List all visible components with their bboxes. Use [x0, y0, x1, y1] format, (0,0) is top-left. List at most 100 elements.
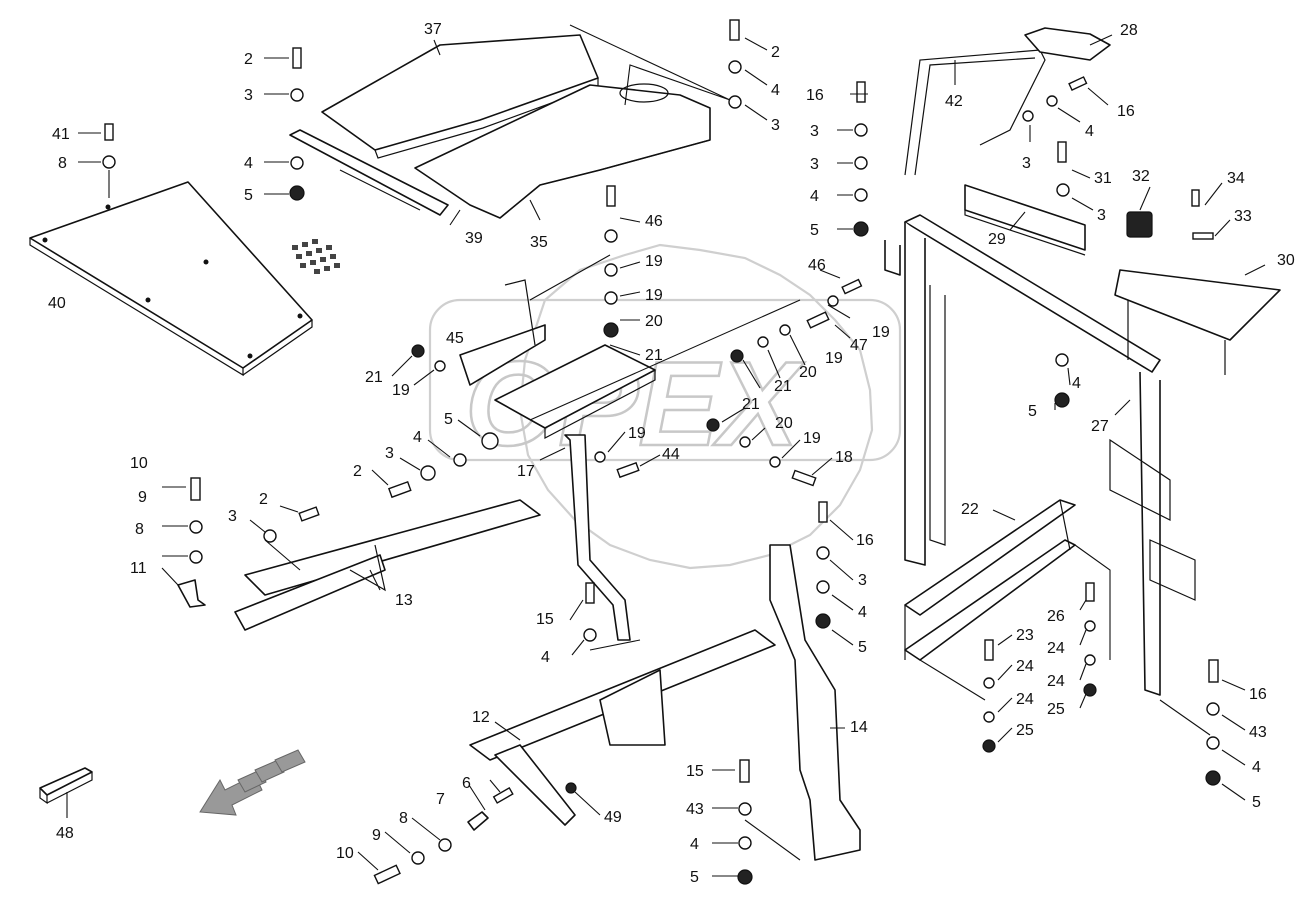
callout: 3 [1097, 207, 1106, 224]
callout: 5 [444, 411, 453, 428]
callout: 21 [645, 347, 663, 364]
callout: 4 [1072, 375, 1081, 392]
bracket-39 [289, 129, 449, 216]
callout: 23 [1016, 627, 1034, 644]
callout: 21 [774, 378, 792, 395]
watermark: OPEX [428, 243, 902, 570]
callout: 3 [385, 445, 394, 462]
callout: 10 [130, 455, 148, 472]
callout: 19 [645, 253, 663, 270]
callout: 42 [945, 93, 963, 110]
leader-lines [66, 24, 1266, 877]
callout: 31 [1094, 170, 1112, 187]
callout: 20 [645, 313, 663, 330]
callout: 24 [1016, 691, 1034, 708]
callout: 27 [1091, 418, 1109, 435]
callout: 47 [850, 337, 868, 354]
callout: 16 [1249, 686, 1267, 703]
callout: 48 [56, 825, 74, 842]
callout: 18 [835, 449, 853, 466]
callout: 16 [856, 532, 874, 549]
callout: 28 [1120, 22, 1138, 39]
handle-42 [904, 49, 1046, 176]
callout: 3 [228, 508, 237, 525]
callout: 40 [48, 295, 66, 312]
callout: 26 [1047, 608, 1065, 625]
callout: 24 [1016, 658, 1034, 675]
panel-40 [29, 181, 340, 377]
callout: 4 [1252, 759, 1261, 776]
callout: 19 [803, 430, 821, 447]
callout: 21 [365, 369, 383, 386]
callout: 19 [872, 324, 890, 341]
callout: 17 [517, 463, 535, 480]
callout: 8 [399, 810, 408, 827]
callout: 16 [806, 87, 824, 104]
callout: 21 [742, 396, 760, 413]
bar-48 [39, 767, 93, 805]
callout: 24 [1047, 640, 1065, 657]
callout: 20 [775, 415, 793, 432]
rail-30 [1114, 269, 1281, 375]
bracket-45 [459, 279, 546, 386]
callout: 19 [628, 425, 646, 442]
lid-28 [1024, 27, 1111, 61]
callout: 19 [645, 287, 663, 304]
callout: 4 [541, 649, 550, 666]
callout: 4 [690, 836, 699, 853]
callout: 5 [810, 222, 819, 239]
callout: 5 [1252, 794, 1261, 811]
callout: 25 [1047, 701, 1065, 718]
callout: 46 [808, 257, 826, 274]
callout: 33 [1234, 208, 1252, 225]
callout: 9 [372, 827, 381, 844]
callout: 45 [446, 330, 464, 347]
callout: 4 [1085, 123, 1094, 140]
callout: 3 [1022, 155, 1031, 172]
direction-arrow [199, 749, 306, 816]
callout: 5 [690, 869, 699, 886]
callout: 30 [1277, 252, 1295, 269]
callout: 15 [536, 611, 554, 628]
hardware [102, 19, 1221, 885]
grate-37 [321, 34, 599, 159]
callout: 4 [771, 82, 780, 99]
watermark-frame [428, 298, 902, 462]
callout: 3 [771, 117, 780, 134]
callout: 35 [530, 234, 548, 251]
callout: 3 [810, 123, 819, 140]
callout: 2 [244, 51, 253, 68]
callout: 15 [686, 763, 704, 780]
callout: 3 [244, 87, 253, 104]
callout: 13 [395, 592, 413, 609]
callout: 24 [1047, 673, 1065, 690]
callout: 16 [1117, 103, 1135, 120]
callout: 22 [961, 501, 979, 518]
callout: 14 [850, 719, 868, 736]
callout: 46 [645, 213, 663, 230]
callout: 3 [810, 156, 819, 173]
callout: 5 [1028, 403, 1037, 420]
member-13 [234, 499, 541, 631]
callout: 2 [353, 463, 362, 480]
callout: 5 [858, 639, 867, 656]
callout: 4 [810, 188, 819, 205]
callout: 2 [259, 491, 268, 508]
callout: 8 [135, 521, 144, 538]
column-14 [769, 544, 861, 861]
callout: 19 [825, 350, 843, 367]
cover-35 [414, 83, 711, 219]
callout: 41 [52, 126, 70, 143]
callout: 5 [244, 187, 253, 204]
watermark-gear [518, 243, 874, 570]
callout: 37 [424, 21, 442, 38]
frame-27 [884, 214, 1196, 696]
callout: 43 [686, 801, 704, 818]
callout-labels: 2 3 4 5 37 41 8 40 39 35 2 4 3 16 3 3 4 … [48, 21, 1295, 886]
callout: 8 [58, 155, 67, 172]
callout: 20 [799, 364, 817, 381]
switch-32 [1126, 211, 1153, 238]
callout: 9 [138, 489, 147, 506]
plate-17 [494, 344, 656, 641]
